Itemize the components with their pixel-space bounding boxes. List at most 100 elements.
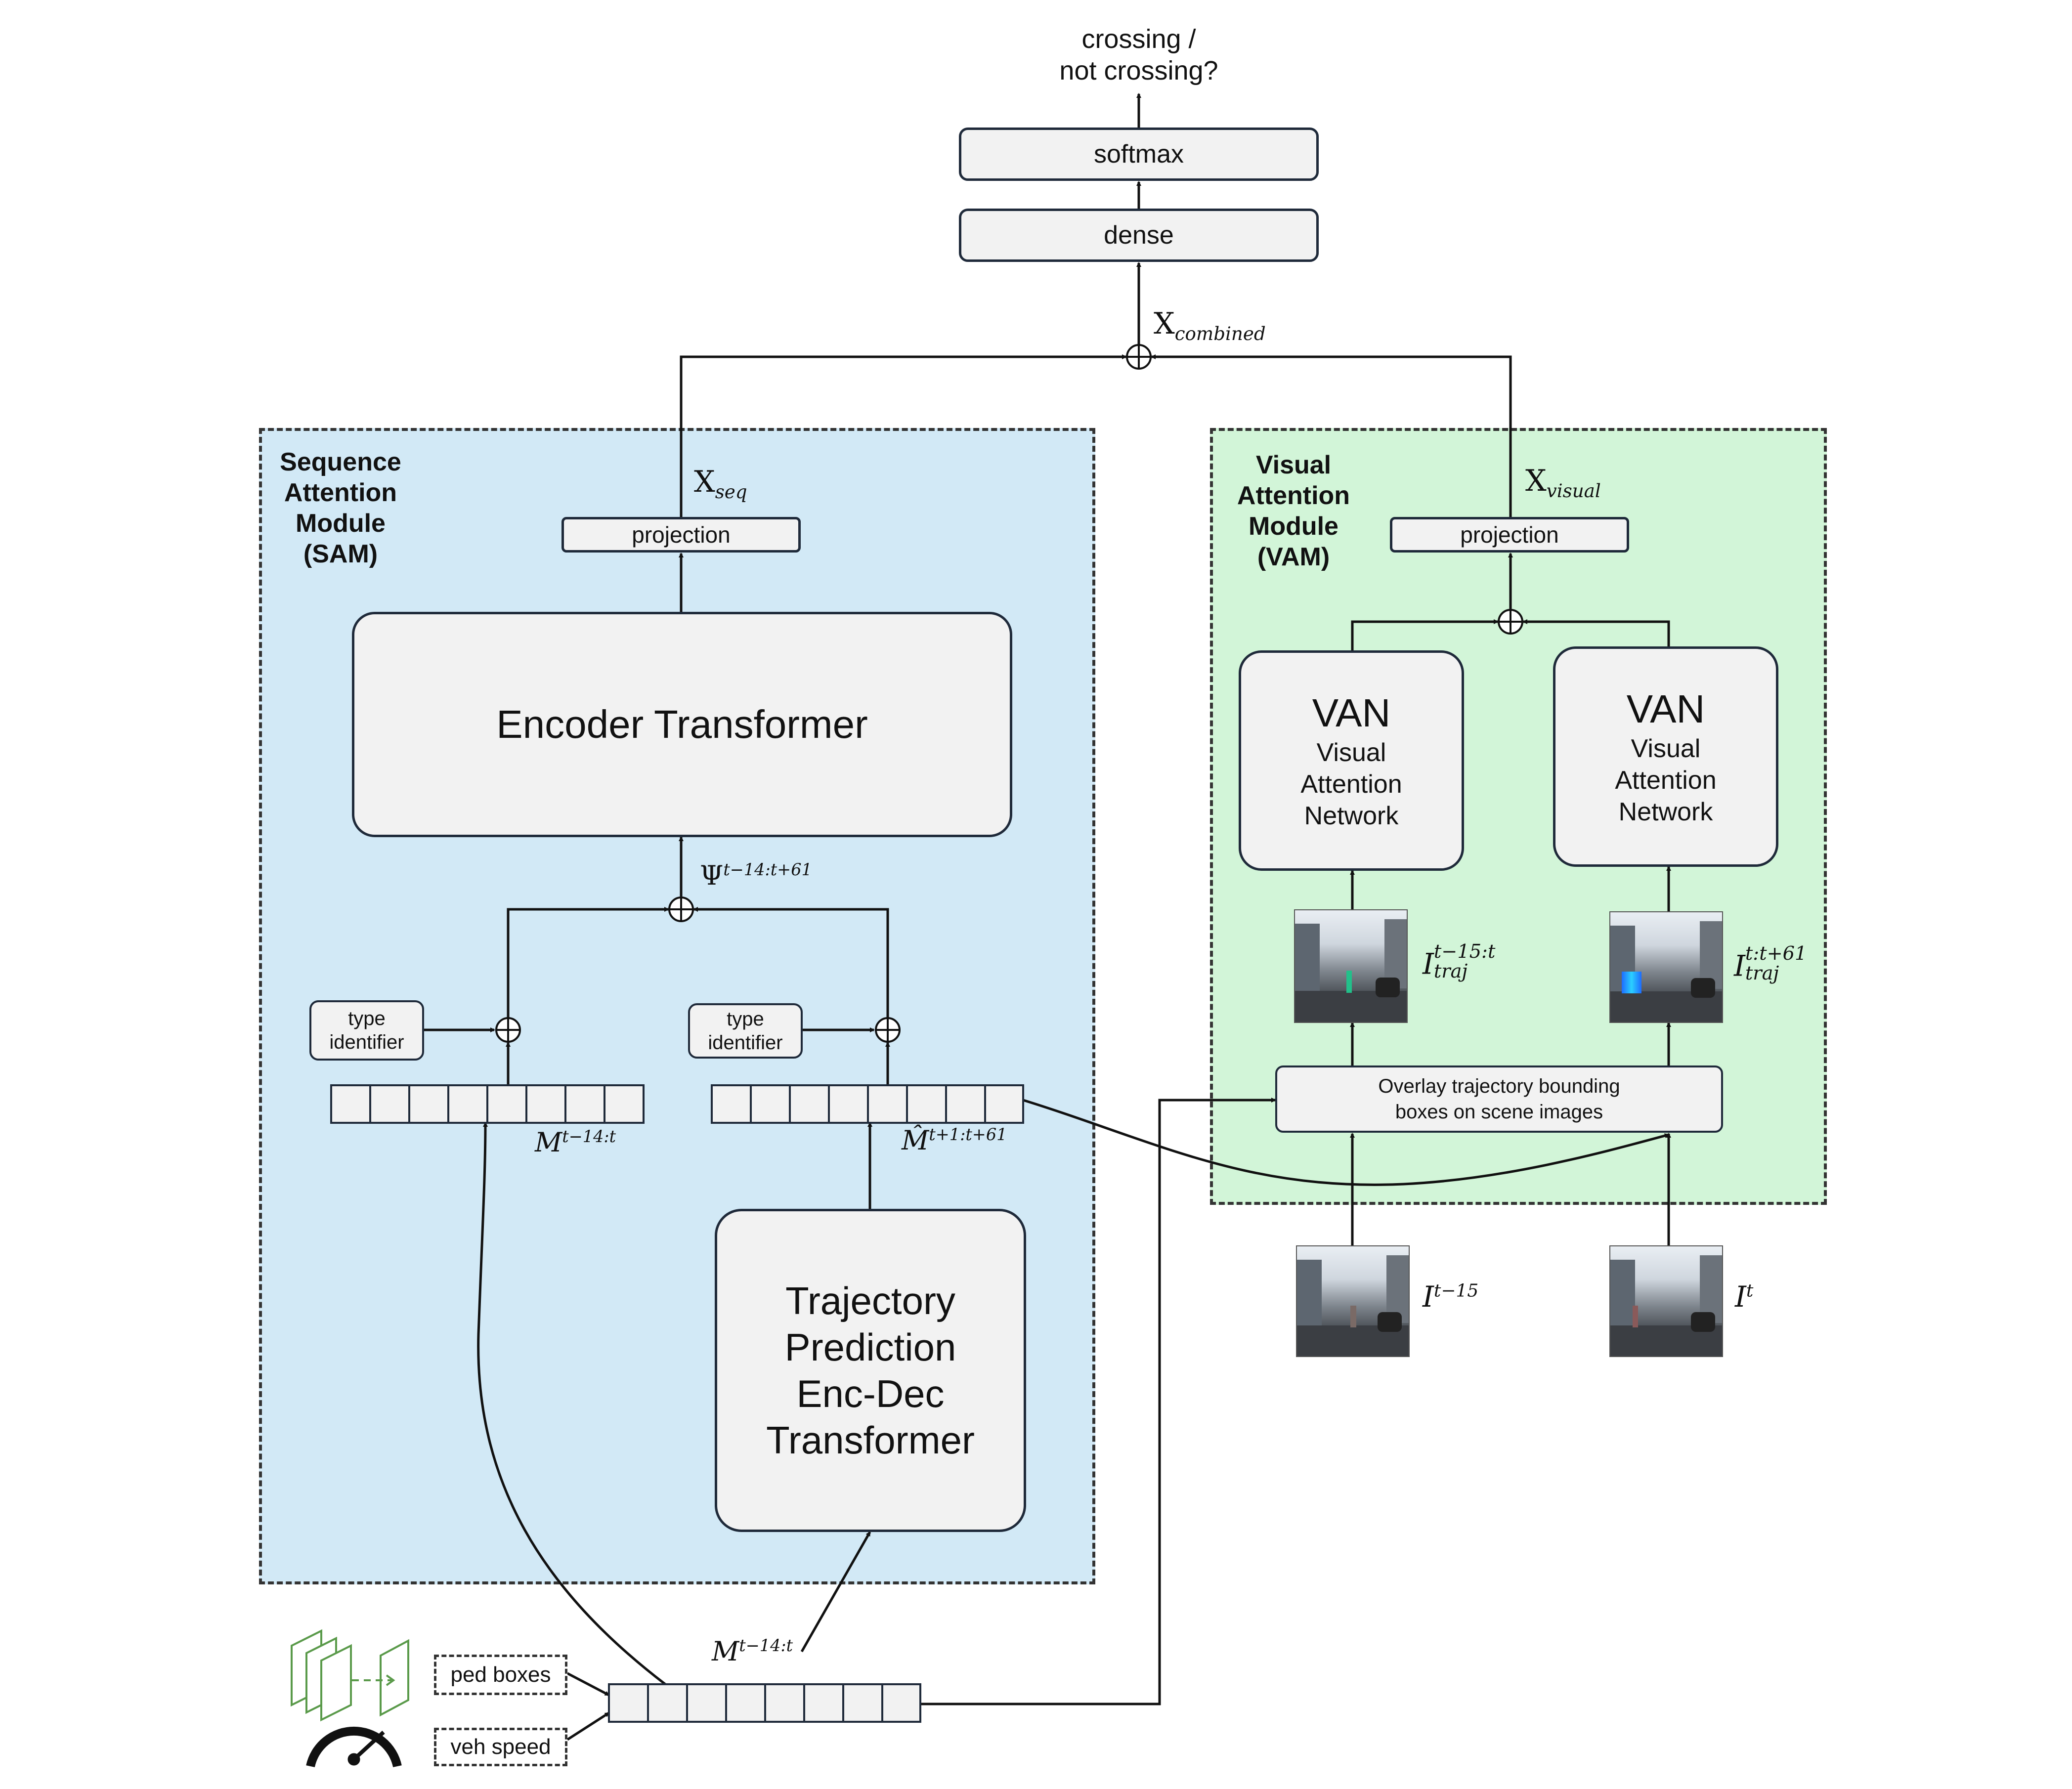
- add-psi-icon: [668, 896, 694, 922]
- vam-title-line: Attention: [1237, 481, 1350, 510]
- veh-speed-label: veh speed: [450, 1735, 551, 1759]
- speedometer-icon: [306, 1726, 402, 1768]
- van-right-title: VAN: [1626, 687, 1705, 731]
- vam-title: Visual Attention Module (VAM): [1228, 450, 1359, 572]
- psi-label: Ψt−14:t+61: [700, 860, 812, 891]
- output-line-2: not crossing?: [1059, 56, 1218, 85]
- x-seq-sub: seq: [715, 481, 747, 503]
- arrow-pedboxes: [566, 1672, 610, 1697]
- sam-title-line: Attention: [284, 478, 397, 507]
- vam-title-line: Visual: [1255, 451, 1332, 479]
- sam-projection-label: projection: [632, 522, 731, 548]
- x-combined-sub: combined: [1174, 323, 1266, 344]
- i-t-base: I: [1735, 1280, 1746, 1314]
- arrow-mbottom-traj: [800, 1531, 871, 1653]
- dense-box: dense: [959, 209, 1319, 262]
- i-traj-right-sub: traj: [1745, 962, 1779, 985]
- sam-title-line: (SAM): [303, 540, 378, 568]
- x-combined-main: X: [1154, 306, 1175, 341]
- add-combined-icon: [1126, 344, 1152, 370]
- add-right-icon: [875, 1017, 901, 1043]
- van-left-line: Network: [1304, 802, 1399, 830]
- ped-boxes-label: ped boxes: [450, 1662, 551, 1687]
- output-label: crossing / not crossing?: [1040, 23, 1238, 87]
- overlay-line: boxes on scene images: [1395, 1101, 1603, 1123]
- van-right-line: Network: [1618, 798, 1713, 826]
- m-left-sup: t−14:t: [562, 1127, 616, 1146]
- softmax-box: softmax: [959, 128, 1319, 181]
- psi-superscript: t−14:t+61: [723, 860, 812, 879]
- veh-speed-box: veh speed: [434, 1728, 567, 1766]
- x-visual-main: X: [1525, 464, 1547, 498]
- arrow-xseq-combine: [680, 354, 1127, 517]
- sam-title-line: Sequence: [280, 448, 401, 476]
- i-traj-left-base: I: [1423, 947, 1434, 981]
- vam-title-line: Module: [1249, 512, 1338, 541]
- van-left-box: VAN Visual Attention Network: [1239, 650, 1464, 871]
- m-bottom-strip: [608, 1683, 921, 1723]
- x-visual-sub: visual: [1546, 480, 1601, 502]
- add-vam-icon: [1498, 609, 1523, 635]
- i-t-label: It: [1735, 1280, 1753, 1314]
- psi-symbol: Ψ: [700, 860, 724, 891]
- dense-label: dense: [1104, 221, 1174, 250]
- m-bottom-base: M: [712, 1636, 739, 1667]
- type-identifier-right-label: type identifier: [708, 1008, 783, 1054]
- i-traj-right-sup: t:t+61: [1745, 942, 1807, 965]
- m-left-label: Mt−14:t: [535, 1127, 616, 1158]
- traj-image-right: [1609, 911, 1723, 1023]
- traj-line: Transformer: [766, 1418, 975, 1462]
- m-left-base: M: [535, 1127, 562, 1158]
- traj-image-left: [1294, 909, 1408, 1023]
- arrow-mhat-overlay: [1023, 1099, 1670, 1186]
- type-identifier-right-box: type identifier: [688, 1003, 803, 1059]
- vam-projection-label: projection: [1460, 522, 1559, 548]
- trajectory-prediction-box: Trajectory Prediction Enc-Dec Transforme…: [715, 1209, 1026, 1532]
- arrow-right-psi: [693, 907, 889, 1018]
- i-t-15-base: I: [1423, 1280, 1434, 1314]
- van-left-line: Visual: [1316, 738, 1386, 767]
- sam-projection-box: projection: [561, 517, 801, 553]
- vam-projection-box: projection: [1390, 517, 1629, 553]
- x-combined-label: Xcombined: [1154, 306, 1266, 344]
- i-traj-left-sup: t−15:t: [1433, 940, 1496, 963]
- m-right-base: M̂: [902, 1125, 929, 1156]
- i-traj-left-sub: traj: [1433, 960, 1468, 983]
- van-right-line: Attention: [1615, 766, 1717, 795]
- scene-image-t: [1609, 1245, 1723, 1357]
- softmax-label: softmax: [1093, 140, 1184, 169]
- overlay-box: Overlay trajectory bounding boxes on sce…: [1275, 1065, 1723, 1133]
- m-right-strip: [711, 1084, 1024, 1124]
- i-t-sup: t: [1746, 1280, 1754, 1301]
- traj-line: Enc-Dec: [796, 1372, 945, 1415]
- arrow-mbottom-overlay: [920, 1098, 1276, 1705]
- arrow-xvisual-combine: [1151, 354, 1512, 517]
- x-seq-main: X: [694, 465, 715, 499]
- van-right-line: Visual: [1631, 734, 1701, 763]
- type-identifier-left-box: type identifier: [309, 1000, 424, 1061]
- i-t-15-label: It−15: [1423, 1280, 1478, 1314]
- arrow-vanright-add: [1522, 619, 1670, 647]
- encoder-transformer-box: Encoder Transformer: [352, 612, 1012, 837]
- m-right-label: M̂t+1:t+61: [902, 1125, 1007, 1156]
- van-left-line: Attention: [1300, 770, 1402, 799]
- ped-frames-icon: [291, 1629, 409, 1722]
- traj-line: Prediction: [784, 1325, 956, 1369]
- traj-line: Trajectory: [785, 1279, 955, 1322]
- arrow-vehspeed: [566, 1711, 610, 1741]
- type-identifier-left-label: type identifier: [329, 1008, 404, 1053]
- m-left-strip: [330, 1084, 645, 1124]
- m-right-sup: t+1:t+61: [929, 1125, 1007, 1144]
- sam-title: Sequence Attention Module (SAM): [275, 447, 406, 569]
- van-right-box: VAN Visual Attention Network: [1553, 646, 1778, 867]
- i-traj-right-base: I: [1734, 949, 1745, 983]
- output-line-1: crossing /: [1081, 24, 1196, 54]
- encoder-transformer-label: Encoder Transformer: [496, 702, 868, 746]
- overlay-line: Overlay trajectory bounding: [1378, 1075, 1620, 1097]
- add-left-icon: [495, 1017, 521, 1043]
- m-bottom-sup: t−14:t: [739, 1636, 793, 1655]
- arrow-vanleft-add: [1351, 619, 1499, 650]
